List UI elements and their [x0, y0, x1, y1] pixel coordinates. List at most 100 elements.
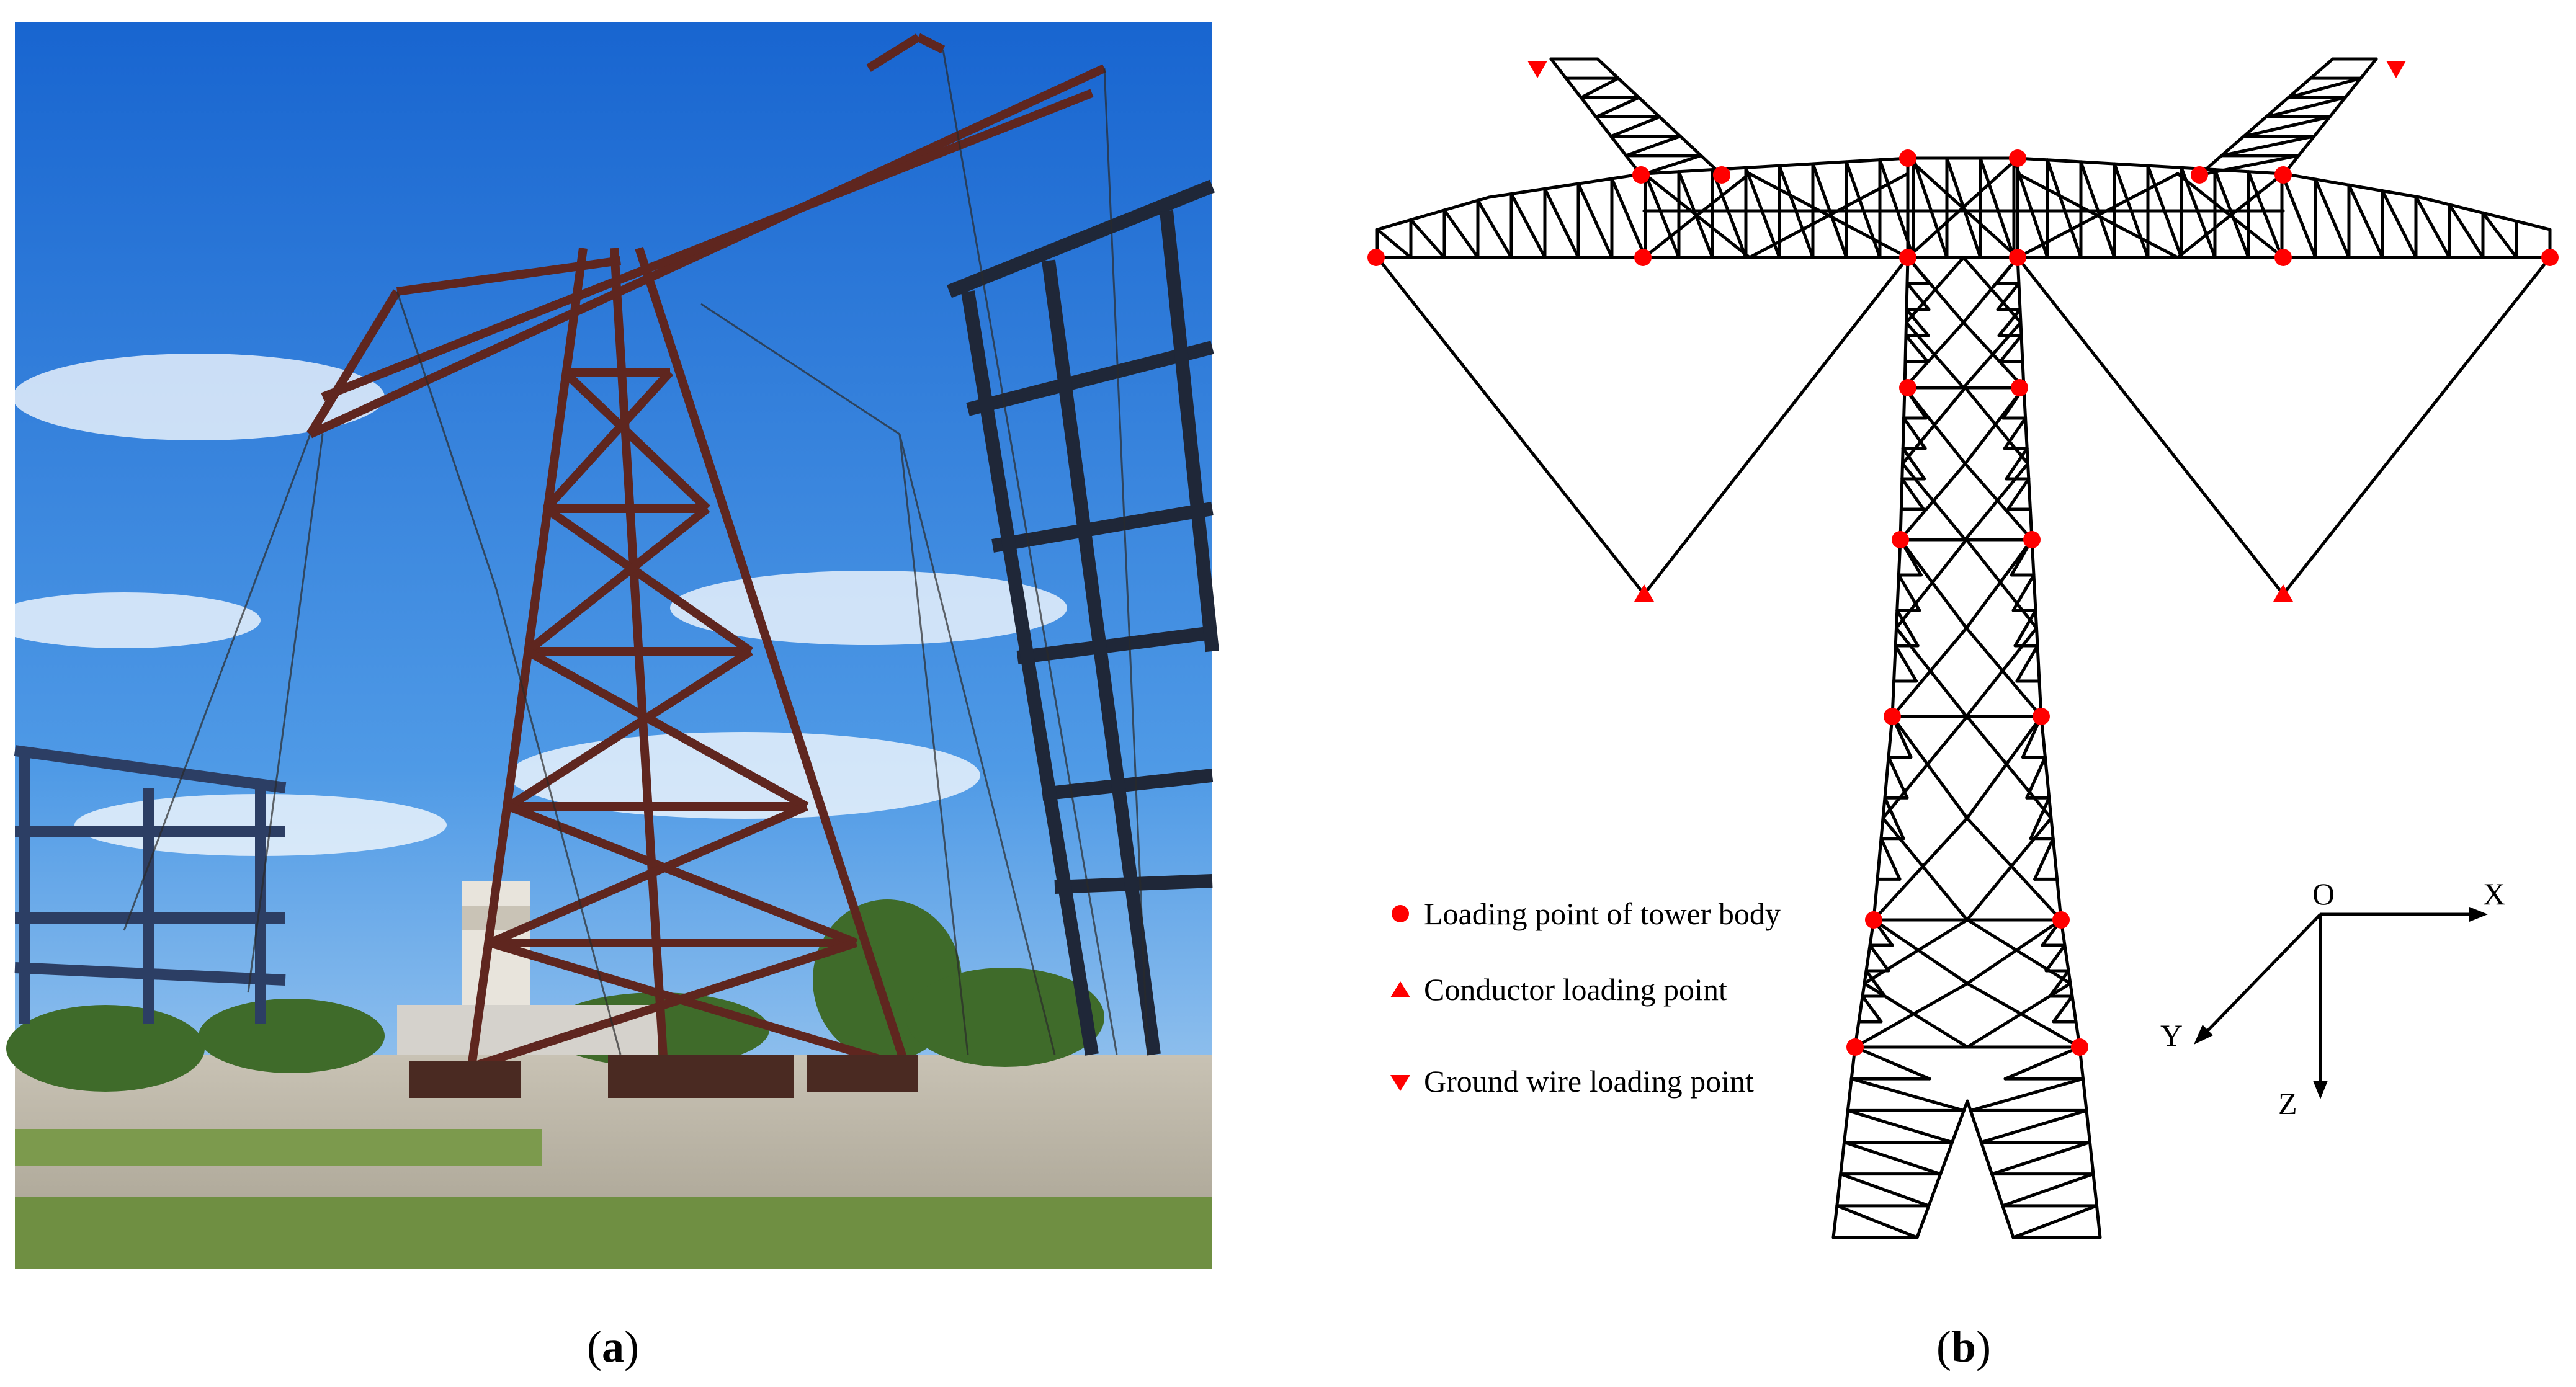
split-leg-diagonal [1853, 1045, 1931, 1081]
ground-wire-loading-point [2386, 61, 2406, 78]
peak-diagonal [1624, 135, 1682, 158]
body-leg-diagonal [1895, 609, 1920, 648]
peak-diagonal [1579, 76, 1620, 99]
body-sub-brace [1962, 256, 2023, 324]
conductor-brace [2281, 256, 2552, 596]
split-leg-diagonal [1969, 1077, 2085, 1112]
body-x-brace [1964, 462, 2034, 542]
split-leg-diagonal [2001, 1172, 2095, 1208]
body-sub-brace [1895, 627, 1968, 718]
truss-structure [1375, 57, 2552, 1239]
legend-marker-triangle-up [1390, 981, 1410, 997]
body-sub-brace [1881, 816, 1969, 922]
body-sub-brace [1965, 627, 2038, 718]
crossarm-diagonal [1576, 182, 1614, 259]
tower-body-loading-point [2033, 708, 2050, 725]
body-leg-diagonal [1883, 796, 1905, 841]
grass-strip [15, 1129, 542, 1166]
body-leg-diagonal [1905, 308, 1930, 337]
tower-body-loading-point [2274, 166, 2292, 184]
body-leg-diagonal [1904, 334, 1930, 363]
crossarm-diagonal [2247, 170, 2284, 259]
tower-body-loading-point [2009, 149, 2026, 167]
body-leg-diagonal [1996, 282, 2021, 311]
crossarm-x-brace [2176, 172, 2285, 259]
body-sub-brace [1863, 918, 1969, 985]
axis-label-z: Z [2278, 1086, 2297, 1121]
body-sub-brace [1901, 462, 1967, 542]
tower-body-loading-point [1899, 149, 1916, 167]
tower-body-loading-point [1892, 531, 1909, 548]
peak-diagonal [2198, 154, 2301, 177]
conductor-brace [1375, 256, 1646, 596]
body-leg-diagonal [1897, 573, 1921, 612]
split-leg-diagonal [1979, 1108, 2088, 1144]
panel-b-caption: (b) [1936, 1322, 1991, 1371]
body-sub-brace [1905, 256, 1966, 324]
crossarm-diagonal [2280, 172, 2317, 259]
tower-body-loading-point [1899, 379, 1916, 396]
crossarm-diagonal [2414, 195, 2451, 259]
crossarm-diagonal [1509, 192, 1547, 259]
body-leg-diagonal [1894, 644, 1918, 683]
body-leg-diagonal [2011, 573, 2036, 612]
tower-body-loading-point [1884, 708, 1901, 725]
ground-wire-loading-point [1527, 61, 1547, 78]
body-leg-diagonal [1864, 969, 1887, 998]
crossarm-diagonal [1979, 156, 2016, 259]
body-sub-brace [1966, 816, 2053, 922]
tower-body-loading-point [2011, 379, 2028, 396]
body-x-brace [1853, 982, 1969, 1049]
conductor-brace [2016, 256, 2285, 596]
body-x-brace [1965, 538, 2034, 630]
crossarm-diagonal [2046, 158, 2083, 259]
split-leg-diagonal [1835, 1204, 1919, 1239]
crossarm-top-chord [1642, 166, 1751, 176]
crossarm-diagonal [2481, 211, 2518, 259]
panel-b-diagram: Loading point of tower body Conductor lo… [1367, 57, 2559, 1371]
body-sub-brace [1965, 538, 2038, 630]
body-sub-brace [1966, 715, 2053, 820]
crossarm-diagonal [1442, 208, 1480, 259]
conductor-loading-point [1634, 584, 1654, 602]
split-leg-diagonal [1839, 1172, 1931, 1208]
tower-body-loading-point [2274, 249, 2292, 266]
body-sub-brace [1895, 538, 1968, 630]
conductor-brace [1642, 256, 1910, 596]
crossarm-x-brace [1748, 172, 1910, 259]
split-leg-diagonal [2011, 1204, 2098, 1239]
crossarm-diagonal [1409, 218, 1446, 259]
peak-diagonal [2242, 115, 2332, 138]
tower-body-loading-point [1899, 249, 1916, 266]
crossarm-x-brace [1642, 172, 1751, 259]
body-leg-diagonal [2052, 994, 2074, 1024]
crossarm-x-brace [2016, 172, 2180, 259]
tower-body-loading-point [1865, 911, 1882, 929]
peak-diagonal [2220, 135, 2316, 158]
body-x-brace [1898, 538, 1968, 630]
body-leg-diagonal [1879, 837, 1902, 881]
split-leg-diagonal [1849, 1077, 1966, 1112]
body-sub-brace [1964, 462, 2029, 542]
legend-marker-circle [1392, 905, 1409, 922]
crossarm-top-chord [1375, 195, 1491, 231]
crossarm-diagonal [1610, 177, 1647, 259]
crossarm-diagonal [1744, 166, 1781, 259]
split-leg-inner [1915, 1099, 1969, 1239]
body-leg-diagonal [2006, 477, 2031, 511]
legend-label-tower-body: Loading point of tower body [1424, 896, 1781, 931]
photo-transmission-tower [306, 33, 1106, 1071]
crossarm-diagonal [2381, 189, 2418, 259]
body-leg-diagonal [1902, 416, 1927, 450]
panel-a-photo: (a) [0, 22, 1219, 1371]
crossarm-top-chord [1748, 156, 1910, 169]
body-leg-diagonal [2044, 943, 2067, 973]
body-leg-diagonal [1861, 994, 1883, 1024]
tower-body-loading-point [2023, 531, 2041, 548]
body-leg-diagonal [1998, 334, 2023, 363]
body-sub-brace [1966, 918, 2072, 985]
peak-diagonal [2286, 76, 2363, 99]
tower-body-loading-point [1713, 166, 1730, 184]
y-axis-arrow [2204, 913, 2322, 1034]
